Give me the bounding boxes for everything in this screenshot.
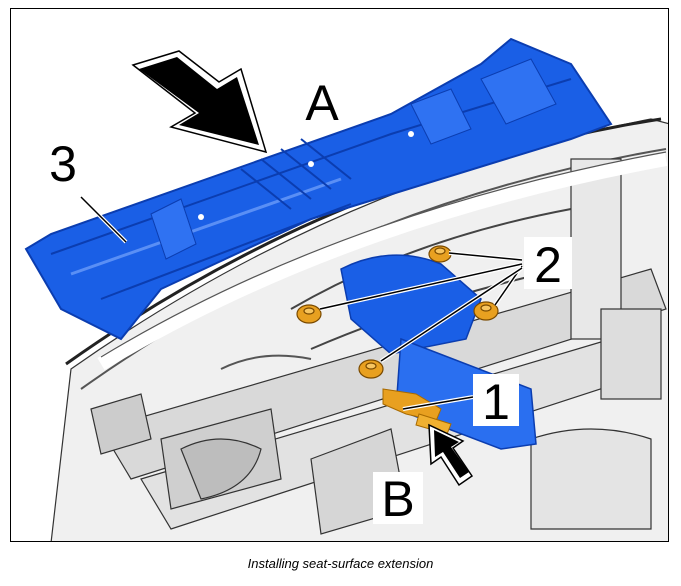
part-3-seat-surface-extension xyxy=(24,37,613,341)
clip-left xyxy=(296,304,322,324)
clip-bottom xyxy=(358,359,384,379)
arrow-a xyxy=(131,50,268,154)
leader-lines-2 xyxy=(319,251,524,363)
label-3: 3 xyxy=(49,136,77,192)
figure-caption: Installing seat-surface extension xyxy=(247,556,434,571)
part-1-bracket xyxy=(382,388,452,435)
label-box-2 xyxy=(524,237,572,289)
seat-frame-rim-outline xyxy=(100,151,667,358)
label-box-1 xyxy=(473,374,519,426)
seat-installation-illustration: A 2 1 B 3 xyxy=(24,37,668,541)
label-box-a xyxy=(297,75,347,127)
seat-frame-rim xyxy=(97,152,668,370)
leader-line-3 xyxy=(79,195,128,244)
illustration-frame: A 2 1 B 3 xyxy=(10,8,669,542)
label-a: A xyxy=(305,75,339,131)
clip-top xyxy=(428,245,452,263)
clip-right xyxy=(473,301,499,321)
leader-line-1 xyxy=(402,395,474,411)
part-2-clips xyxy=(296,245,499,379)
label-1: 1 xyxy=(482,374,510,430)
arrow-b xyxy=(428,423,474,487)
label-box-b xyxy=(373,472,423,524)
label-b: B xyxy=(381,471,414,527)
label-2: 2 xyxy=(534,237,562,293)
